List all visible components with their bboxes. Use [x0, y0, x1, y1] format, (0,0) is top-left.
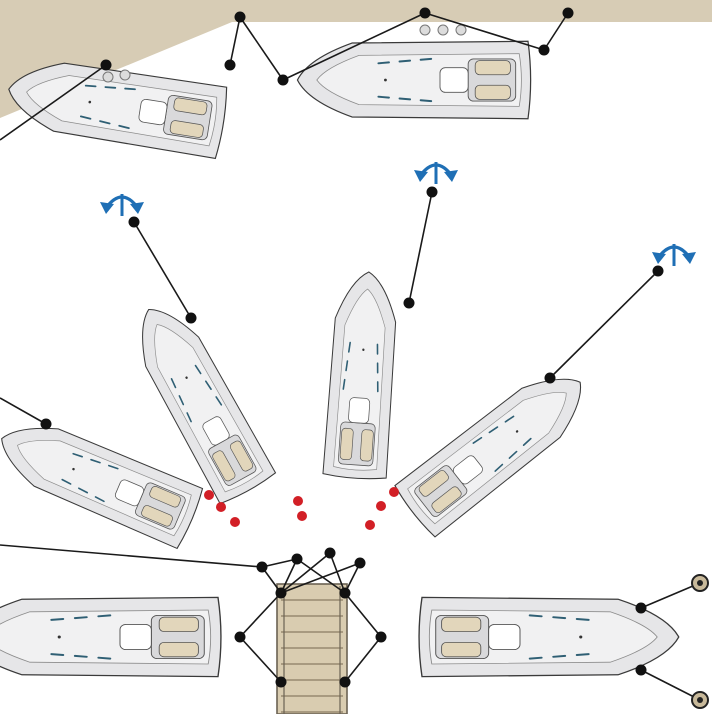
pier	[276, 583, 348, 714]
boat-top-right	[296, 40, 532, 120]
fender-icon	[204, 487, 399, 530]
boat-bottom-left	[0, 596, 223, 678]
anchor-rotate-arrow-icon	[98, 192, 146, 218]
boat-fan-4	[392, 355, 602, 540]
fender-icon	[119, 69, 131, 81]
top-mooring-lines	[0, 12, 569, 141]
fender-icon	[455, 24, 467, 36]
stern-lines	[0, 544, 361, 594]
alongside-lines	[239, 582, 701, 701]
line-knot-icon	[40, 186, 664, 688]
boat-fan-3	[321, 268, 402, 482]
fender-icon	[437, 24, 449, 36]
fender-icon	[419, 24, 431, 36]
quay	[0, 0, 712, 118]
anchor-lines	[0, 191, 659, 425]
mooring-buoy-icon	[691, 574, 709, 709]
fender-icon	[102, 71, 114, 83]
boat-fan-1	[0, 407, 206, 551]
anchor-rotate-arrow-icon	[650, 242, 698, 268]
anchor-rotate-arrow-icon	[412, 160, 460, 186]
line-knot-icon	[100, 7, 574, 86]
